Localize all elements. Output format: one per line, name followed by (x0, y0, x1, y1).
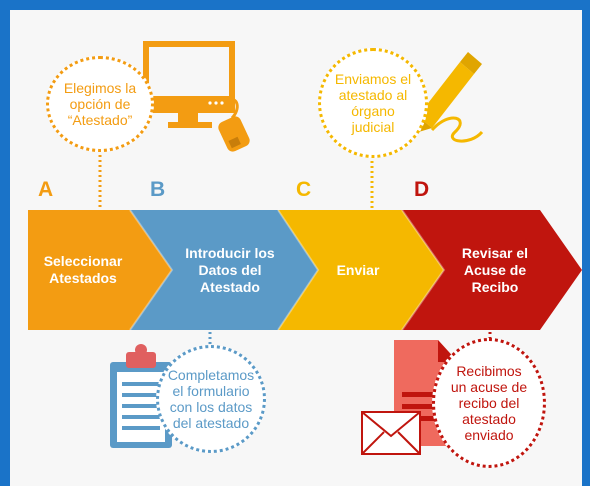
bubble-c: Enviamos el atestado al órgano judicial (318, 48, 428, 158)
step-c-chevron (278, 210, 444, 330)
computer-mouse-icon (143, 41, 250, 152)
bubble-d: Recibimos un acuse de recibo del atestad… (432, 338, 546, 468)
step-a-chevron (28, 210, 172, 330)
bubble-a: Elegimos la opción de “Atestado” (46, 56, 154, 152)
step-d-label: Revisar el Acuse de Recibo (461, 244, 529, 295)
step-c-letter: C (296, 178, 312, 201)
step-d-letter: D (414, 178, 430, 201)
step-a-label: Seleccionar Atestados (43, 253, 123, 286)
step-d-chevron (402, 210, 582, 330)
envelope-icon (361, 411, 421, 455)
step-b-letter: B (150, 178, 166, 201)
bubble-b: Completamos el formulario con los datos … (156, 345, 266, 453)
step-b-chevron (130, 210, 318, 330)
step-b-label: Introducir los Datos del Atestado (185, 244, 275, 295)
step-a-letter: A (38, 178, 54, 201)
step-c-label: Enviar (336, 261, 380, 278)
